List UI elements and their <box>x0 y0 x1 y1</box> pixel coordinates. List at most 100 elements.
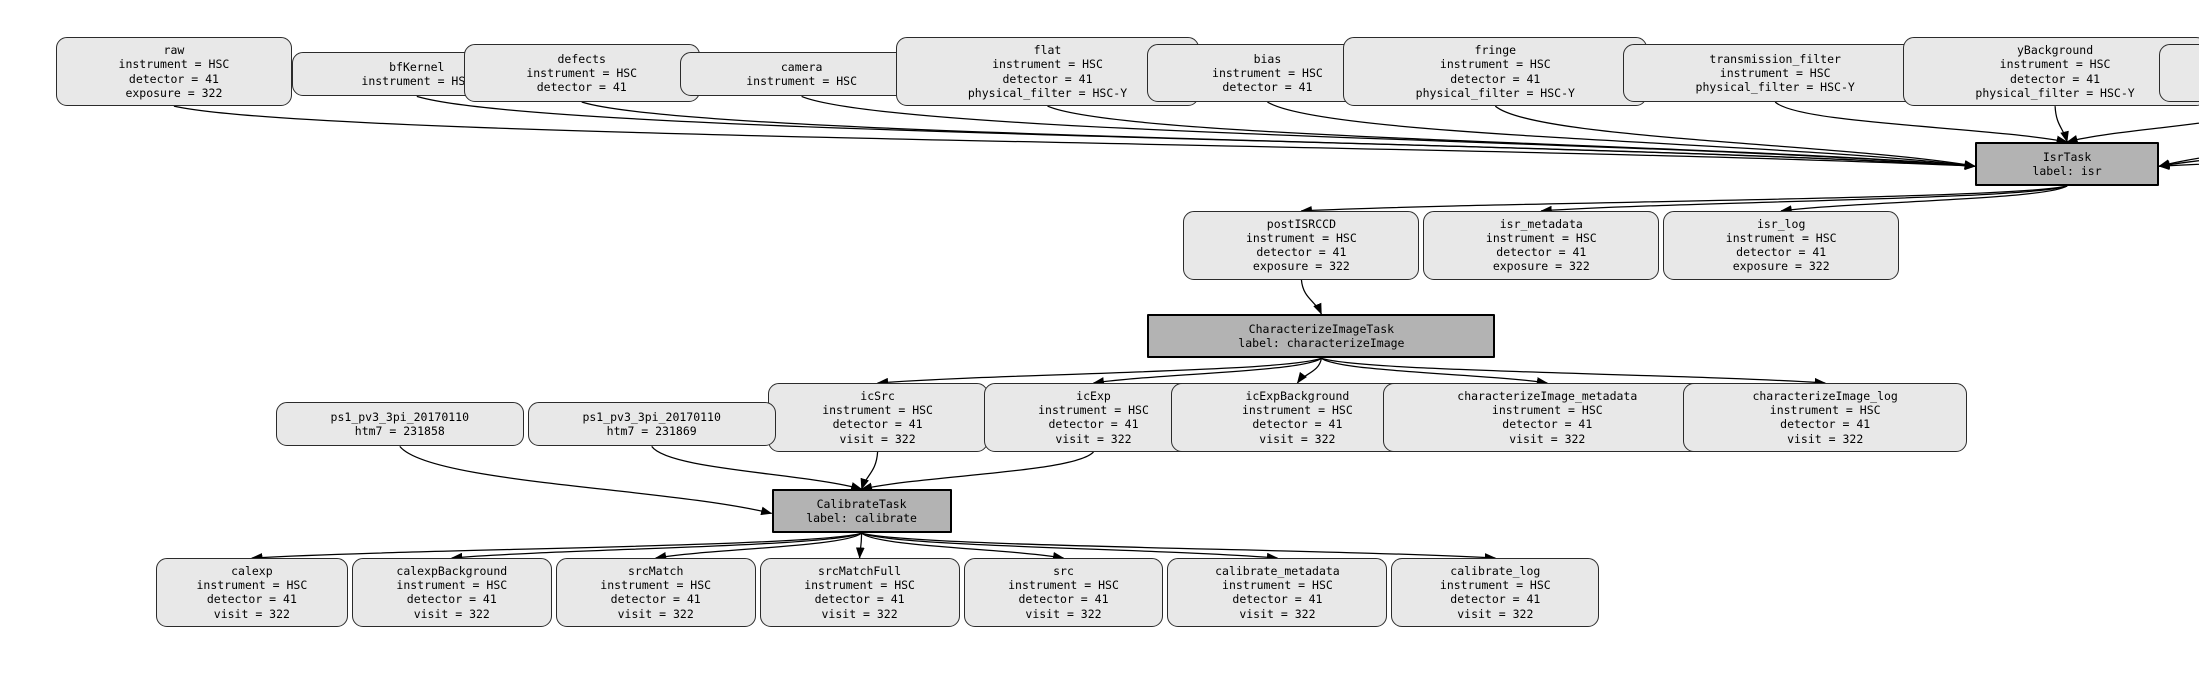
node-title: ps1_pv3_3pi_20170110 <box>582 410 721 425</box>
node-title: CalibrateTask <box>816 496 907 511</box>
node-detail: instrument = HSC <box>1246 231 1357 246</box>
node-title: isr_log <box>1756 216 1806 231</box>
node-title: raw <box>163 43 185 58</box>
edge-CalibrateTask-to-srcMatchFull <box>855 533 865 559</box>
node-title: characterizeImage_log <box>1752 389 1898 404</box>
node-detail: detector = 41 <box>536 80 627 95</box>
node-title: ps1_pv3_3pi_20170110 <box>330 410 470 425</box>
node-detail: visit = 322 <box>1055 431 1132 446</box>
node-detail: instrument = HSC <box>1222 578 1333 593</box>
node-detail: instrument = HSC <box>1769 403 1881 418</box>
node-detail: visit = 322 <box>1509 431 1586 446</box>
node-detail: detector = 41 <box>406 592 497 607</box>
node-title: transmission_filter <box>1709 51 1841 66</box>
node-detail: exposure = 322 <box>125 85 223 100</box>
node-detail: detector = 41 <box>1222 80 1313 95</box>
edge-CharacterizeImageTask-to-icExp <box>1092 357 1322 386</box>
edge-IsrTask-to-isr_log <box>1780 185 2068 214</box>
edge-fringe-to-IsrTask <box>1494 105 1976 169</box>
edge-CharacterizeImageTask-to-characterizeImage_metadata <box>1321 357 1549 386</box>
node-detail: detector = 41 <box>2010 71 2101 86</box>
node-detail: label: isr <box>2032 163 2102 178</box>
node-detail: label: characterizeImage <box>1238 336 1405 351</box>
edge-IsrTask-to-isr_metadata <box>1540 185 2068 215</box>
node-detail: exposure = 322 <box>1492 259 1590 274</box>
node-detail: instrument = HSC <box>1999 57 2111 72</box>
node-title: defects <box>557 51 606 66</box>
edge-CalibrateTask-to-calexpBackground <box>451 532 862 562</box>
node-detail: detector = 41 <box>1002 71 1093 86</box>
node-detail: visit = 322 <box>839 431 916 446</box>
node-detail: physical_filter = HSC-Y <box>1415 85 1575 100</box>
edge-CharacterizeImageTask-to-characterizeImage_log <box>1321 357 1826 387</box>
node-title: srcMatch <box>627 564 684 579</box>
edge-CalibrateTask-to-calibrate_log <box>861 532 1497 562</box>
node-title: CharacterizeImageTask <box>1248 321 1395 336</box>
edge-CalibrateTask-to-srcMatch <box>654 532 862 561</box>
edge-transmission_optics-to-IsrTask <box>2158 160 2199 169</box>
node-detail: visit = 322 <box>1239 606 1316 621</box>
node-title: icSrc <box>860 389 895 404</box>
node-detail: detector = 41 <box>1450 71 1541 86</box>
node-title: bfKernel <box>389 60 445 75</box>
node-detail: instrument = HSC <box>1725 231 1837 246</box>
node-title: fringe <box>1474 43 1517 58</box>
node-detail: exposure = 322 <box>1252 259 1350 274</box>
node-detail: visit = 322 <box>1259 431 1336 446</box>
edge-flat-to-IsrTask <box>1047 105 1976 170</box>
node-detail: detector = 41 <box>206 592 297 607</box>
edge-transmission_filter-to-IsrTask <box>1774 101 2068 145</box>
node-detail: detector = 41 <box>814 592 905 607</box>
node-detail: instrument = HSC <box>526 65 638 80</box>
edge-camera-to-IsrTask <box>801 95 1976 170</box>
node-title: bias <box>1253 51 1282 66</box>
node-detail: physical_filter = HSC-Y <box>1695 80 1855 95</box>
node-detail: physical_filter = HSC-Y <box>967 85 1128 100</box>
node-detail: visit = 322 <box>213 606 290 621</box>
node-detail: htm7 = 231858 <box>354 424 445 439</box>
node-title: isr_metadata <box>1499 216 1583 231</box>
node-detail: instrument = HSC <box>1485 231 1597 246</box>
edge-CharacterizeImageTask-to-icExpBackground <box>1296 358 1323 384</box>
node-title: calexpBackground <box>396 564 508 579</box>
node-detail: instrument = HSC <box>1008 578 1119 593</box>
node-detail: instrument = HSC <box>1491 403 1603 418</box>
node-detail: detector = 41 <box>832 417 923 432</box>
node-detail: detector = 41 <box>1048 417 1139 432</box>
node-detail: instrument = HSC <box>1439 578 1551 593</box>
node-detail: label: calibrate <box>806 511 917 526</box>
node-title: characterizeImage_metadata <box>1457 389 1638 404</box>
edge-icSrc-to-CalibrateTask <box>860 451 879 490</box>
node-detail: instrument = HSC <box>992 57 1103 72</box>
node-detail: instrument = HSC <box>600 578 712 593</box>
node-title: calibrate_log <box>1450 564 1541 579</box>
